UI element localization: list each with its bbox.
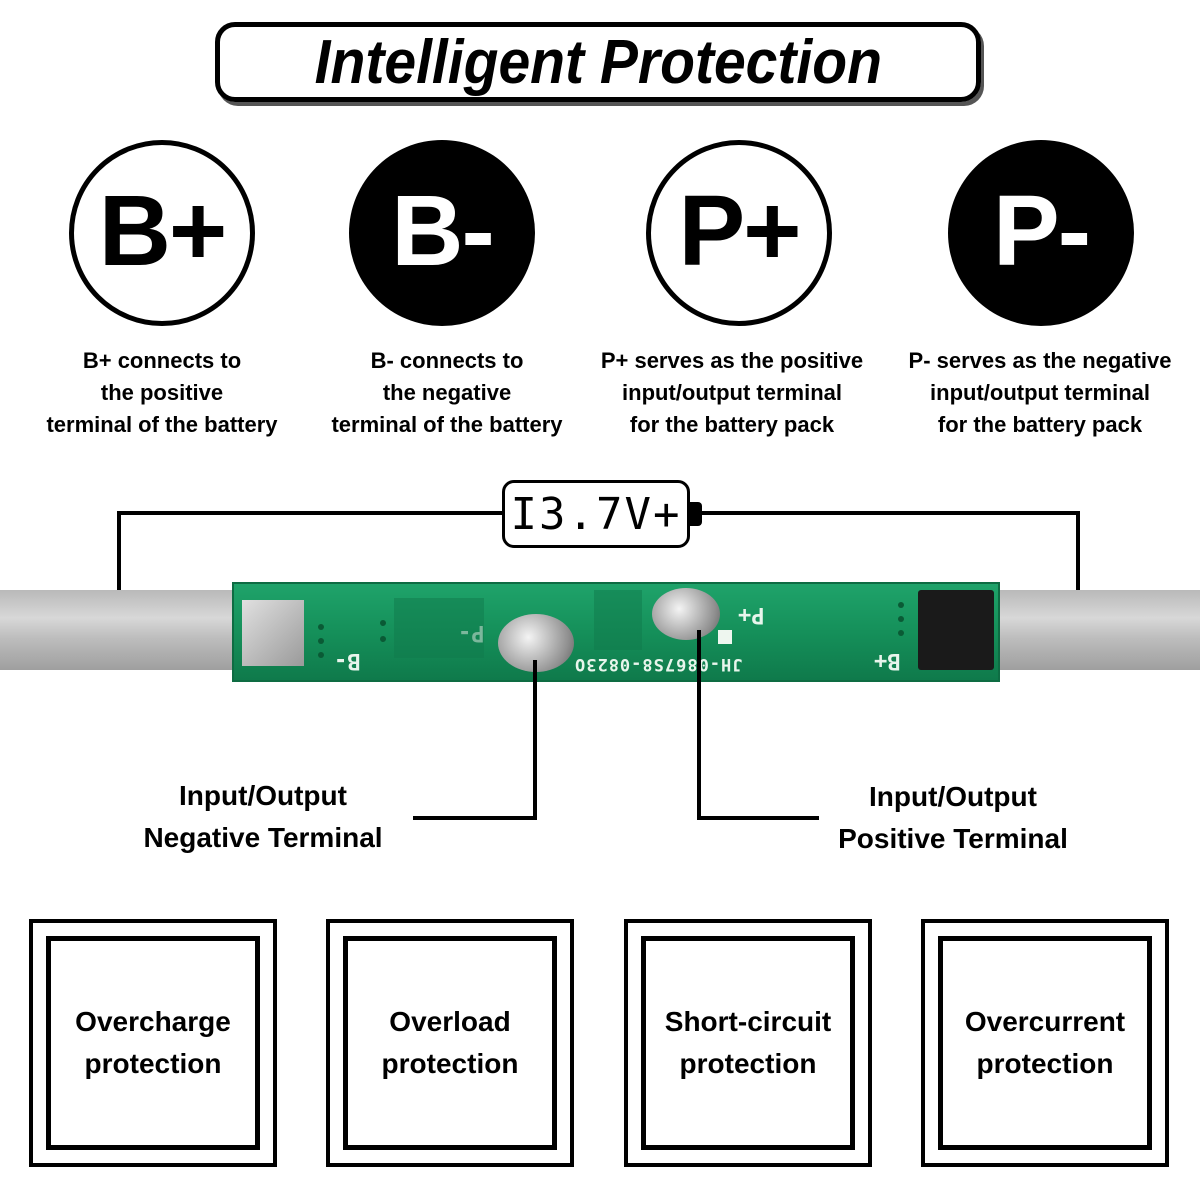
desc-line: input/output terminal — [930, 380, 1150, 405]
silk-b-plus: B+ — [874, 648, 901, 673]
label-line: Negative Terminal — [143, 822, 383, 853]
label-line: protection — [679, 1048, 817, 1079]
title-banner: Intelligent Protection — [215, 22, 981, 102]
via — [898, 630, 904, 636]
via — [318, 638, 324, 644]
silk-b-minus: B- — [334, 648, 361, 673]
overcurrent-protection-box: Overcurrent protection — [921, 919, 1169, 1167]
negative-callout-vertical — [533, 660, 537, 820]
p-minus-description: P- serves as the negative input/output t… — [890, 345, 1190, 441]
protection-pcb: B- P- P+ B+ JH-0867S8-0823O — [232, 582, 1000, 682]
b-plus-symbol: B+ — [98, 174, 228, 287]
b-plus-pad — [918, 590, 994, 670]
label-line: Short-circuit — [664, 1006, 832, 1037]
pcb-trace — [394, 598, 484, 658]
overload-protection-box: Overload protection — [326, 919, 574, 1167]
protection-inner-frame: Overcurrent protection — [938, 936, 1152, 1150]
p-minus-symbol: P- — [993, 174, 1091, 287]
positive-callout-horizontal — [697, 816, 819, 820]
p-plus-description: P+ serves as the positive input/output t… — [582, 345, 882, 441]
b-minus-circle: B- — [349, 140, 535, 326]
label-line: Overcurrent — [964, 1006, 1126, 1037]
desc-line: P- serves as the negative — [908, 348, 1172, 373]
p-plus-circle: P+ — [646, 140, 832, 326]
positive-terminal-label: Input/Output Positive Terminal — [816, 776, 1090, 860]
protection-inner-frame: Short-circuit protection — [641, 936, 855, 1150]
protection-label: Overload protection — [382, 1001, 519, 1085]
via — [380, 620, 386, 626]
b-minus-description: B- connects to the negative terminal of … — [297, 345, 597, 441]
protection-label: Overcharge protection — [75, 1001, 231, 1085]
label-line: Positive Terminal — [838, 823, 1068, 854]
via — [898, 616, 904, 622]
protection-label: Short-circuit protection — [665, 1001, 831, 1085]
battery-cap — [690, 502, 702, 526]
label-line: protection — [381, 1048, 519, 1079]
nickel-strip-left — [0, 590, 240, 670]
short-circuit-protection-box: Short-circuit protection — [624, 919, 872, 1167]
protection-inner-frame: Overcharge protection — [46, 936, 260, 1150]
desc-line: terminal of the battery — [331, 412, 563, 437]
protection-label: Overcurrent protection — [965, 1001, 1125, 1085]
silk-p-plus: P+ — [738, 602, 765, 627]
via — [318, 652, 324, 658]
via — [898, 602, 904, 608]
via — [380, 636, 386, 642]
desc-line: input/output terminal — [622, 380, 842, 405]
label-line: Input/Output — [869, 781, 1037, 812]
desc-line: the negative — [382, 380, 512, 405]
b-minus-symbol: B- — [391, 174, 495, 287]
battery-icon: I3.7V+ — [502, 480, 690, 548]
desc-line: for the battery pack — [937, 412, 1143, 437]
silk-part-number: JH-0867S8-0823O — [574, 654, 743, 674]
negative-terminal-label: Input/Output Negative Terminal — [120, 775, 406, 859]
desc-line: the positive — [100, 380, 224, 405]
battery-wire-right — [700, 511, 1080, 515]
pcb-trace — [594, 590, 642, 650]
protection-inner-frame: Overload protection — [343, 936, 557, 1150]
b-plus-description: B+ connects to the positive terminal of … — [12, 345, 312, 441]
desc-line: for the battery pack — [629, 412, 835, 437]
label-line: Overload — [389, 1006, 511, 1037]
positive-callout-vertical — [697, 630, 701, 820]
b-plus-circle: B+ — [69, 140, 255, 326]
label-line: protection — [976, 1048, 1114, 1079]
label-line: Input/Output — [179, 780, 347, 811]
battery-wire-right-drop — [1076, 511, 1080, 593]
desc-line: B- connects to — [370, 348, 524, 373]
p-plus-solder — [652, 588, 720, 640]
desc-line: terminal of the battery — [46, 412, 278, 437]
overcharge-protection-box: Overcharge protection — [29, 919, 277, 1167]
page-title: Intelligent Protection — [314, 27, 882, 97]
battery-voltage: I3.7V+ — [510, 488, 682, 540]
nickel-strip-right — [994, 590, 1200, 670]
b-minus-pad — [242, 600, 304, 666]
desc-line: B+ connects to — [82, 348, 242, 373]
label-line: protection — [84, 1048, 222, 1079]
battery-wire-left — [117, 511, 504, 515]
battery-wire-left-drop — [117, 511, 121, 599]
negative-callout-horizontal — [413, 816, 537, 820]
label-line: Overcharge — [75, 1006, 231, 1037]
via — [318, 624, 324, 630]
p-minus-circle: P- — [948, 140, 1134, 326]
p-plus-symbol: P+ — [678, 174, 801, 287]
desc-line: P+ serves as the positive — [600, 348, 864, 373]
pcb-marker — [718, 630, 732, 644]
